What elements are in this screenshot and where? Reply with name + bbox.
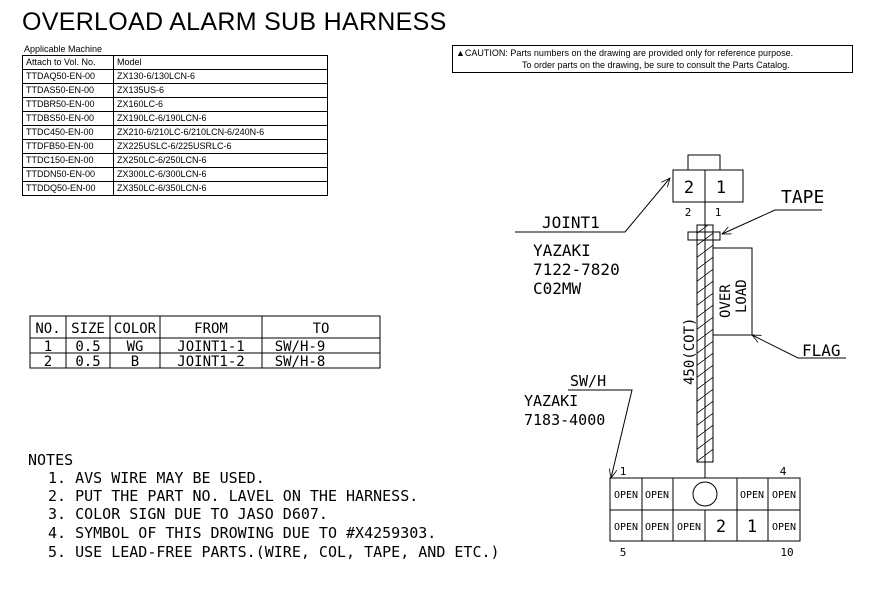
wt-cell: SW/H-8	[275, 354, 326, 370]
swh-cell: OPEN	[645, 522, 669, 533]
note-item: 1. AVS WIRE MAY BE USED.	[48, 469, 265, 487]
flag-text-over: OVER	[718, 284, 734, 318]
swh-maker: YAZAKI	[524, 392, 578, 410]
swh-cell: 2	[716, 517, 726, 537]
wt-cell: 2	[44, 354, 52, 370]
model-cell: ZX350LC-6/350LCN-6	[113, 181, 328, 196]
swh-corner-label: 4	[780, 465, 787, 478]
wt-cell: JOINT1-2	[177, 354, 244, 370]
swh-corner-label: 1	[620, 465, 627, 478]
wt-header-size: SIZE	[71, 321, 105, 337]
joint1-code: C02MW	[533, 279, 582, 298]
applicable-machine-label: Applicable Machine	[24, 44, 103, 54]
flag-text-load: LOAD	[734, 279, 750, 313]
table-header-row: Attach to Vol. No.Model	[22, 55, 328, 70]
swh-cell: OPEN	[677, 522, 701, 533]
swh-cell: OPEN	[772, 522, 796, 533]
note-item: 4. SYMBOL OF THIS DROWING DUE TO #X42593…	[48, 524, 436, 542]
flag-label: FLAG	[802, 341, 841, 360]
tape-label: TAPE	[781, 187, 824, 208]
swh-cell: OPEN	[772, 490, 796, 501]
notes-heading: NOTES	[28, 451, 73, 469]
wire-table-grid	[29, 315, 381, 369]
swh-corner-label: 5	[620, 546, 627, 559]
note-item: 3. COLOR SIGN DUE TO JASO D607.	[48, 505, 328, 523]
swh-part: 7183-4000	[524, 411, 605, 429]
wt-cell: WG	[127, 339, 144, 355]
swh-cell: OPEN	[614, 490, 638, 501]
note-item: 2. PUT THE PART NO. LAVEL ON THE HARNESS…	[48, 487, 418, 505]
wt-cell: SW/H-9	[275, 339, 326, 355]
joint1-pin: 1	[716, 178, 726, 198]
note-item: 5. USE LEAD-FREE PARTS.(WIRE, COL, TAPE,…	[48, 543, 500, 561]
wt-header-from: FROM	[194, 321, 228, 337]
joint1-maker: YAZAKI	[533, 241, 591, 260]
flag-leader	[752, 334, 846, 359]
wire-length-label: 450(COT)	[682, 318, 698, 385]
caution-box: ▲CAUTION: Parts numbers on the drawing a…	[452, 45, 853, 73]
page-title: OVERLOAD ALARM SUB HARNESS	[22, 8, 447, 36]
swh-corner-label: 10	[780, 546, 793, 559]
swh-cell: OPEN	[645, 490, 669, 501]
joint1-part: 7122-7820	[533, 260, 620, 279]
overload-flag	[713, 247, 753, 336]
joint1-pin-label: 2	[685, 206, 692, 219]
tape-leader	[722, 209, 822, 235]
wt-header-no: NO.	[35, 321, 60, 337]
joint1-label: JOINT1	[542, 213, 600, 232]
wt-header-color: COLOR	[114, 321, 157, 337]
warning-icon: ▲	[456, 48, 465, 58]
wt-cell: 0.5	[75, 354, 100, 370]
wire-bundle	[696, 224, 714, 463]
swh-cell: OPEN	[614, 522, 638, 533]
joint1-pin-label: 1	[715, 206, 722, 219]
wt-cell: B	[131, 354, 139, 370]
wt-cell: 0.5	[75, 339, 100, 355]
key-circle	[692, 481, 718, 507]
caution-line-1: CAUTION: Parts numbers on the drawing ar…	[464, 48, 794, 58]
swh-cell: 1	[747, 517, 757, 537]
joint1-leader	[515, 178, 670, 233]
joint1-pin: 2	[684, 178, 694, 198]
caution-line-2: To order parts on the drawing, be sure t…	[522, 60, 790, 70]
wt-cell: JOINT1-1	[177, 339, 244, 355]
swh-leader	[568, 389, 633, 478]
swh-connector	[609, 477, 801, 542]
wt-header-to: TO	[313, 321, 330, 337]
swh-cell: OPEN	[740, 490, 764, 501]
swh-label: SW/H	[570, 372, 606, 390]
wt-cell: 1	[44, 339, 52, 355]
